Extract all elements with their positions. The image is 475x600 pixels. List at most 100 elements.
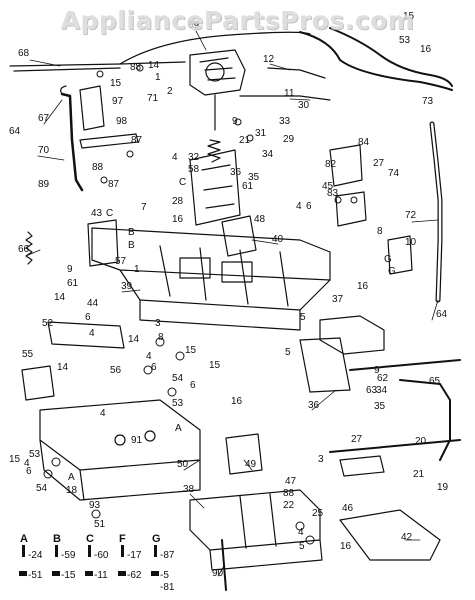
callout-label: 46 (342, 503, 354, 514)
callout-label: 53 (399, 35, 411, 46)
callout-label: 14 (57, 362, 69, 373)
nut-icon (52, 571, 60, 576)
callout-label: 98 (116, 116, 128, 127)
callout-label: 45 (322, 181, 334, 192)
nut-icon (118, 571, 126, 576)
callout-label: B (128, 227, 135, 238)
callout-label: 73 (422, 96, 434, 107)
hardware-legend: A-24-51B-59-15C-60-11F-17-62G-87-5-81 (19, 533, 175, 593)
callout-label: 74 (388, 168, 400, 179)
diagram-linework (9, 27, 461, 591)
callout-label: 12 (263, 54, 275, 65)
callout-label: 65 (429, 376, 441, 387)
legend-extra-number: -81 (160, 582, 175, 593)
legend-hardware-number: -11 (94, 570, 108, 581)
legend-entry: F-17-62 (118, 533, 142, 581)
callout-label: 87 (131, 135, 143, 146)
callout-label: 4 (172, 152, 178, 163)
callout-label: 15 (9, 454, 21, 465)
callout-label: 16 (172, 214, 184, 225)
callout-label: 88 (92, 162, 104, 173)
legend-hardware-number: -15 (61, 570, 76, 581)
callout-label: 38 (183, 484, 195, 495)
callout-label: 29 (283, 134, 295, 145)
callout-label: 16 (340, 541, 352, 552)
callout-label: 54 (172, 373, 184, 384)
callout-label: 55 (22, 349, 34, 360)
callout-label: 27 (351, 434, 363, 445)
legend-entry: A-24-51 (19, 533, 43, 581)
callout-label: 56 (110, 365, 122, 376)
callout-label: 21 (413, 469, 425, 480)
callout-label: 2 (167, 86, 173, 97)
legend-hardware-number: -51 (28, 570, 43, 581)
callout-label: 67 (38, 113, 50, 124)
nut-icon (85, 571, 93, 576)
callout-label: 25 (312, 508, 324, 519)
callout-label: 34 (262, 149, 274, 160)
nut-icon (19, 571, 27, 576)
legend-part-number: -59 (61, 550, 76, 561)
callout-label: 36 (230, 167, 242, 178)
callout-label: 47 (285, 476, 297, 487)
callout-label: 5 (285, 347, 291, 358)
callout-label: 8 (158, 332, 164, 343)
legend-part-number: -60 (94, 550, 109, 561)
callout-label: 4 (100, 408, 106, 419)
callout-label: 37 (332, 294, 344, 305)
callout-label: 14 (148, 60, 160, 71)
callout-label: 49 (245, 459, 257, 470)
legend-part-number: -87 (160, 550, 175, 561)
callout-label: 1 (134, 264, 140, 275)
callout-label: 4 (296, 201, 302, 212)
callout-label: 7 (141, 202, 147, 213)
bolt-icon (154, 545, 157, 557)
callout-label: 57 (115, 256, 127, 267)
callout-label: 6 (151, 362, 157, 373)
callout-label: G (384, 254, 392, 265)
callout-label: 87 (108, 179, 120, 190)
callout-label: 18 (66, 485, 78, 496)
callout-label: 15 (185, 345, 197, 356)
legend-letter: G (152, 533, 161, 545)
callout-label: 14 (54, 292, 66, 303)
callout-label: 8 (377, 226, 383, 237)
callout-label: 42 (401, 532, 413, 543)
callout-label: 54 (36, 483, 48, 494)
callout-label: 4 (298, 527, 304, 538)
callout-label: 58 (188, 164, 200, 175)
callout-label: 90 (212, 568, 224, 579)
callout-label: 48 (254, 214, 266, 225)
legend-part-number: -24 (28, 550, 43, 561)
callout-label: 22 (283, 500, 295, 511)
callout-label: 6 (190, 380, 196, 391)
callout-label: 3 (318, 454, 324, 465)
callout-label: C (179, 177, 186, 188)
callout-label: 61 (242, 181, 254, 192)
callout-label: 9 (374, 365, 380, 376)
callout-label: A (175, 423, 182, 434)
callout-label: 36 (308, 400, 320, 411)
callout-label: 53 (172, 398, 184, 409)
callout-label: 39 (121, 281, 133, 292)
callout-label: 15 (110, 78, 122, 89)
callout-label: 91 (131, 435, 143, 446)
callout-label: 83 (327, 188, 339, 199)
callout-label: 88 (130, 62, 142, 73)
callout-label: 19 (437, 482, 449, 493)
callout-label: 93 (89, 500, 101, 511)
legend-entry: B-59 -15 (52, 533, 76, 581)
callout-label: 64 (436, 309, 448, 320)
callout-label: 97 (112, 96, 124, 107)
callout-label: 35 (374, 401, 386, 412)
callout-label: 31 (255, 128, 267, 139)
callout-label: 61 (67, 278, 79, 289)
callout-label: 72 (405, 210, 417, 221)
legend-letter: B (53, 533, 61, 545)
callout-label: G (388, 266, 396, 277)
bolt-icon (88, 545, 91, 557)
callout-label: 6 (85, 312, 91, 323)
callout-label: 4 (89, 328, 95, 339)
